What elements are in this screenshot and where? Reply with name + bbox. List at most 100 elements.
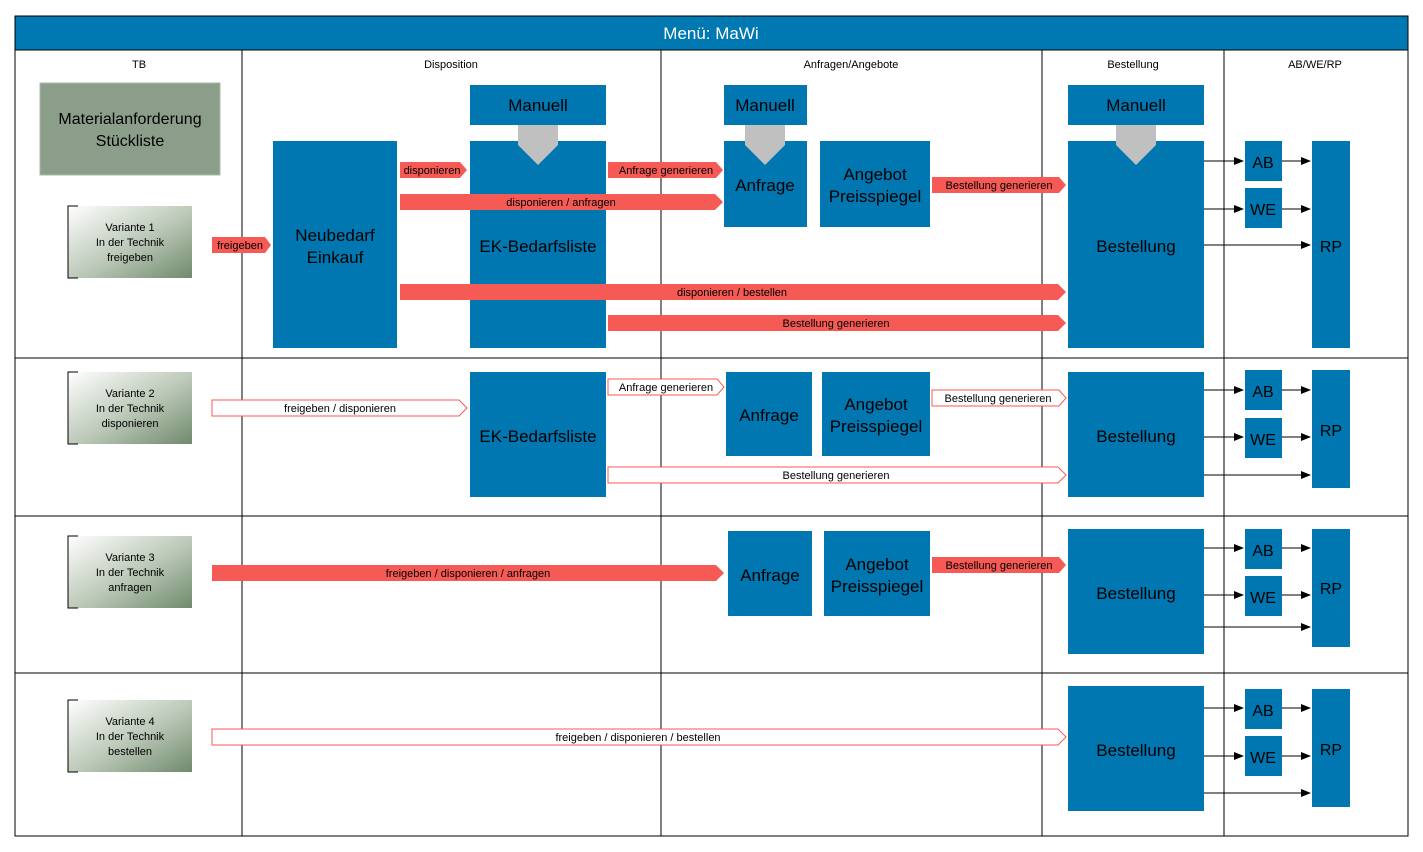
svg-text:WE: WE [1250, 750, 1276, 767]
neubedarf-einkauf-box: Neubedarf Einkauf [273, 141, 397, 348]
svg-text:AB: AB [1252, 543, 1273, 560]
svg-text:Bestellung generieren: Bestellung generieren [944, 393, 1051, 405]
bestellung-box-1: Bestellung [1068, 141, 1204, 348]
diagram-title: Menü: MaWi [663, 24, 758, 43]
svg-text:AB: AB [1252, 703, 1273, 720]
column-header-anfragen: Anfragen/Angebote [804, 59, 899, 71]
svg-text:Bestellung generieren: Bestellung generieren [945, 180, 1052, 192]
svg-text:In der Technik: In der Technik [96, 237, 165, 249]
manuell-box-anfragen: Manuell [724, 85, 807, 125]
svg-text:bestellen: bestellen [108, 746, 152, 758]
angebot-box-2: Angebot Preisspiegel [822, 372, 930, 456]
svg-text:WE: WE [1250, 590, 1276, 607]
ab-box-4: AB [1245, 689, 1282, 729]
svg-text:Bestellung: Bestellung [1096, 427, 1175, 446]
arrow-bestellung-generieren-angebot-r3: Bestellung generieren [932, 557, 1066, 573]
ab-box-1: AB [1245, 141, 1282, 181]
svg-text:Manuell: Manuell [735, 96, 795, 115]
row2-connectors [1204, 386, 1311, 479]
svg-text:anfragen: anfragen [108, 582, 151, 594]
svg-text:disponieren / anfragen: disponieren / anfragen [506, 197, 615, 209]
svg-text:EK-Bedarfsliste: EK-Bedarfsliste [479, 427, 596, 446]
svg-text:Variante 1: Variante 1 [105, 222, 154, 234]
svg-text:Stückliste: Stückliste [96, 133, 165, 150]
source-materialanforderung: Materialanforderung Stückliste [39, 82, 221, 176]
svg-text:RP: RP [1320, 423, 1342, 440]
svg-text:Anfrage generieren: Anfrage generieren [619, 382, 713, 394]
svg-text:In der Technik: In der Technik [96, 403, 165, 415]
svg-text:Angebot: Angebot [843, 165, 907, 184]
svg-text:AB: AB [1252, 384, 1273, 401]
ek-bedarfsliste-box-2: EK-Bedarfsliste [470, 372, 606, 497]
bestellung-box-4: Bestellung [1068, 686, 1204, 811]
column-header-disposition: Disposition [424, 59, 478, 71]
manuell-connector-arrow [745, 125, 785, 165]
svg-text:Preisspiegel: Preisspiegel [830, 417, 923, 436]
svg-text:Variante 2: Variante 2 [105, 388, 154, 400]
column-header-bestellung: Bestellung [1107, 59, 1158, 71]
svg-text:In der Technik: In der Technik [96, 567, 165, 579]
angebot-box-1: Angebot Preisspiegel [820, 141, 930, 227]
arrow-freigeben-disponieren-bestellen: freigeben / disponieren / bestellen [211, 728, 1067, 746]
manuell-box-disposition: Manuell [470, 85, 606, 125]
svg-text:Angebot: Angebot [845, 555, 909, 574]
rp-box-4: RP [1312, 689, 1350, 807]
row4-connectors [1204, 704, 1311, 797]
arrow-disponieren-bestellen: disponieren / bestellen [400, 284, 1066, 300]
we-box-3: WE [1245, 576, 1282, 616]
svg-text:WE: WE [1250, 202, 1276, 219]
manuell-box-bestellung: Manuell [1068, 85, 1204, 125]
svg-text:Preisspiegel: Preisspiegel [829, 187, 922, 206]
rp-box-3: RP [1312, 529, 1350, 647]
arrow-bestellung-generieren-angebot-r1: Bestellung generieren [932, 177, 1066, 193]
svg-text:EK-Bedarfsliste: EK-Bedarfsliste [479, 237, 596, 256]
svg-text:Bestellung: Bestellung [1096, 584, 1175, 603]
variant-4: Variante 4 In der Technik bestellen [67, 699, 192, 773]
bestellung-box-3: Bestellung [1068, 529, 1204, 654]
arrow-freigeben-disponieren: freigeben / disponieren [211, 399, 468, 417]
svg-text:Bestellung: Bestellung [1096, 741, 1175, 760]
svg-text:Einkauf: Einkauf [307, 248, 364, 267]
ek-bedarfsliste-box-1: EK-Bedarfsliste [470, 141, 606, 348]
svg-text:Angebot: Angebot [844, 395, 908, 414]
svg-text:freigeben / disponieren / anfr: freigeben / disponieren / anfragen [386, 568, 551, 580]
row1-connectors [1204, 157, 1311, 249]
manuell-connector-arrow [518, 125, 558, 165]
arrow-anfrage-generieren-r2: Anfrage generieren [607, 378, 725, 396]
svg-text:disponieren / bestellen: disponieren / bestellen [677, 287, 787, 299]
svg-text:Materialanforderung: Materialanforderung [58, 111, 201, 128]
ab-box-3: AB [1245, 529, 1282, 569]
svg-text:Anfrage generieren: Anfrage generieren [619, 165, 713, 177]
anfrage-box-2: Anfrage [726, 372, 812, 456]
arrow-freigeben: freigeben [212, 237, 271, 253]
rp-box-2: RP [1312, 370, 1350, 488]
arrow-disponieren: disponieren [400, 162, 467, 178]
we-box-1: WE [1245, 188, 1282, 228]
arrow-bestellung-generieren-angebot-r2: Bestellung generieren [931, 389, 1067, 407]
arrow-bestellung-generieren-r1: Bestellung generieren [608, 315, 1066, 331]
svg-text:Manuell: Manuell [508, 96, 568, 115]
svg-text:freigeben / disponieren / best: freigeben / disponieren / bestellen [555, 732, 720, 744]
column-header-abwerp: AB/WE/RP [1288, 59, 1342, 71]
title-bar [14, 15, 1409, 51]
variant-2: Variante 2 In der Technik disponieren [67, 371, 192, 445]
svg-text:freigeben: freigeben [107, 252, 153, 264]
variant-3: Variante 3 In der Technik anfragen [67, 535, 192, 609]
row3-connectors [1204, 544, 1311, 631]
svg-text:Anfrage: Anfrage [740, 566, 800, 585]
arrow-freigeben-disponieren-anfragen: freigeben / disponieren / anfragen [212, 565, 724, 581]
svg-text:disponieren: disponieren [102, 418, 159, 430]
arrow-disponieren-anfragen: disponieren / anfragen [400, 194, 723, 210]
column-header-tb: TB [132, 59, 146, 71]
svg-text:RP: RP [1320, 742, 1342, 759]
svg-text:AB: AB [1252, 155, 1273, 172]
svg-text:disponieren: disponieren [404, 165, 461, 177]
arrow-bestellung-generieren-r2: Bestellung generieren [607, 466, 1067, 484]
rp-box-1: RP [1312, 141, 1350, 348]
svg-text:Bestellung generieren: Bestellung generieren [782, 318, 889, 330]
svg-text:Variante 3: Variante 3 [105, 552, 154, 564]
manuell-connector-arrow [1116, 125, 1156, 165]
svg-text:RP: RP [1320, 581, 1342, 598]
bestellung-box-2: Bestellung [1068, 372, 1204, 497]
svg-text:WE: WE [1250, 432, 1276, 449]
